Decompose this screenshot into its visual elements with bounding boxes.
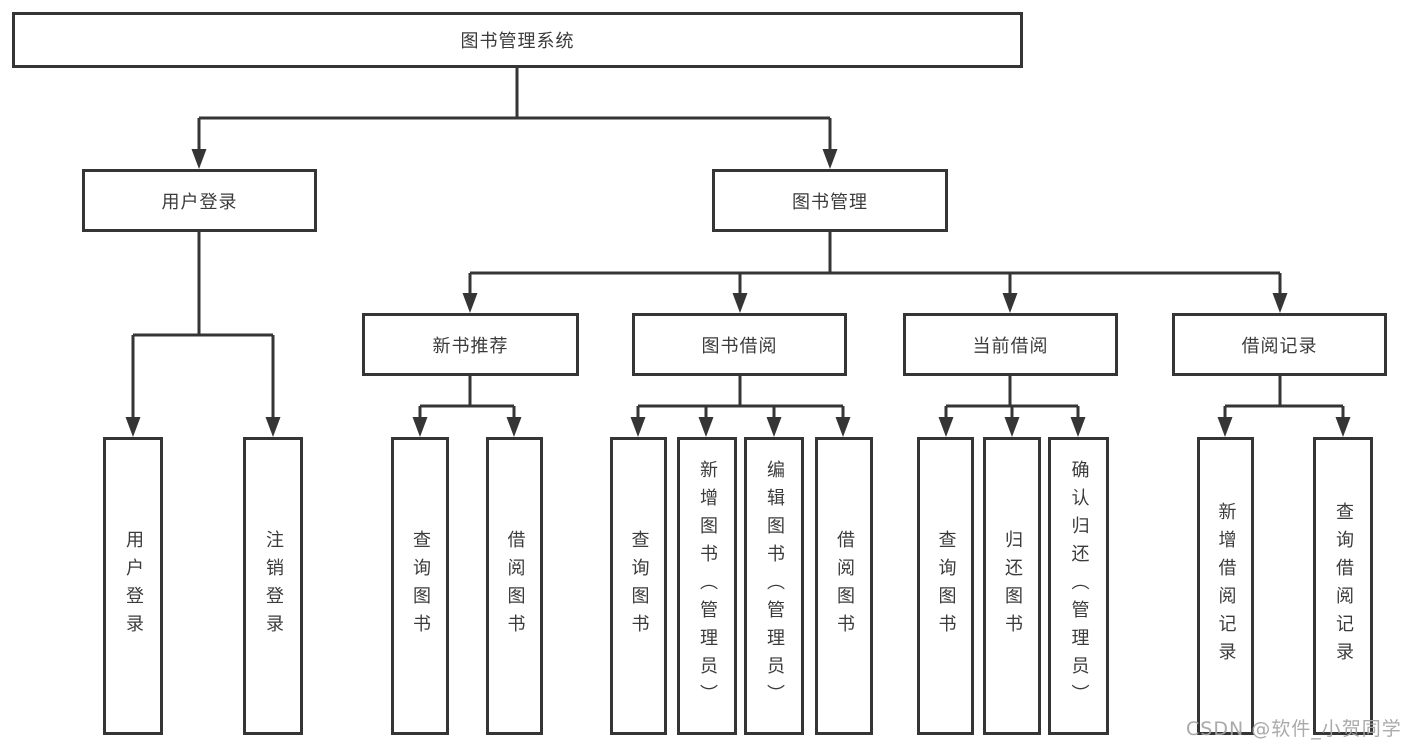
leaf-borrow-search-book: 查询图书 <box>610 437 667 735</box>
leaf-current-search-book: 查询图书 <box>917 437 974 735</box>
node-current-borrowing: 当前借阅 <box>903 313 1118 376</box>
connector-borrowrecord-to-leaves <box>1223 376 1345 420</box>
leaf-logout-label: 注销登录 <box>263 530 284 642</box>
node-user-login-label: 用户登录 <box>161 191 238 213</box>
leaf-user-login: 用户登录 <box>103 437 163 735</box>
node-new-book-recommendation-label: 新书推荐 <box>432 335 509 357</box>
leaf-user-login-label: 用户登录 <box>123 530 144 642</box>
leaf-record-search-borrow-record: 查询借阅记录 <box>1313 437 1373 735</box>
leaf-newbook-borrow-book-label: 借阅图书 <box>504 530 526 642</box>
connector-userlogin-to-leaves <box>131 232 275 420</box>
node-book-management: 图书管理 <box>712 169 948 232</box>
arrowheads <box>125 149 1351 437</box>
leaf-borrow-add-book-admin-label: 新增图书（管理员） <box>697 460 718 712</box>
node-current-borrowing-label: 当前借阅 <box>972 335 1049 357</box>
connector-newbook-to-leaves <box>418 376 516 420</box>
leaf-borrow-add-book-admin: 新增图书（管理员） <box>677 437 737 735</box>
leaf-newbook-search-book-label: 查询图书 <box>410 530 431 642</box>
connector-bookmgmt-to-level3 <box>468 232 1282 296</box>
node-new-book-recommendation: 新书推荐 <box>362 313 579 376</box>
leaf-borrow-search-book-label: 查询图书 <box>628 530 650 642</box>
leaf-current-return-book-label: 归还图书 <box>1002 530 1023 642</box>
leaf-borrow-edit-book-admin-label: 编辑图书（管理员） <box>764 460 785 712</box>
leaf-record-add-borrow-record: 新增借阅记录 <box>1197 437 1254 735</box>
node-borrowing-records: 借阅记录 <box>1172 313 1387 376</box>
node-book-borrowing: 图书借阅 <box>632 313 847 376</box>
leaf-logout: 注销登录 <box>243 437 303 735</box>
leaf-current-return-book: 归还图书 <box>983 437 1041 735</box>
leaf-current-search-book-label: 查询图书 <box>935 530 957 642</box>
node-root-library-management-system: 图书管理系统 <box>12 12 1023 68</box>
leaf-current-confirm-return-admin: 确认归还（管理员） <box>1048 437 1109 735</box>
leaf-newbook-search-book: 查询图书 <box>391 437 449 735</box>
leaf-borrow-borrow-book-label: 借阅图书 <box>834 530 855 642</box>
node-book-borrowing-label: 图书借阅 <box>701 335 778 357</box>
node-borrowing-records-label: 借阅记录 <box>1241 335 1318 357</box>
node-user-login: 用户登录 <box>82 169 317 232</box>
leaf-record-search-borrow-record-label: 查询借阅记录 <box>1333 502 1354 670</box>
node-book-management-label: 图书管理 <box>792 191 868 213</box>
connector-currentborrow-to-leaves <box>944 376 1080 420</box>
leaf-borrow-edit-book-admin: 编辑图书（管理员） <box>744 437 804 735</box>
leaf-record-add-borrow-record-label: 新增借阅记录 <box>1215 502 1237 670</box>
node-root-label: 图书管理系统 <box>460 31 575 52</box>
leaf-borrow-borrow-book: 借阅图书 <box>815 437 873 735</box>
leaf-current-confirm-return-admin-label: 确认归还（管理员） <box>1068 460 1090 712</box>
connector-root-to-level2 <box>197 68 832 151</box>
csdn-watermark: CSDN @软件_小贺同学 <box>1186 718 1402 740</box>
connector-bookborrow-to-leaves <box>636 376 845 420</box>
leaf-newbook-borrow-book: 借阅图书 <box>486 437 543 735</box>
